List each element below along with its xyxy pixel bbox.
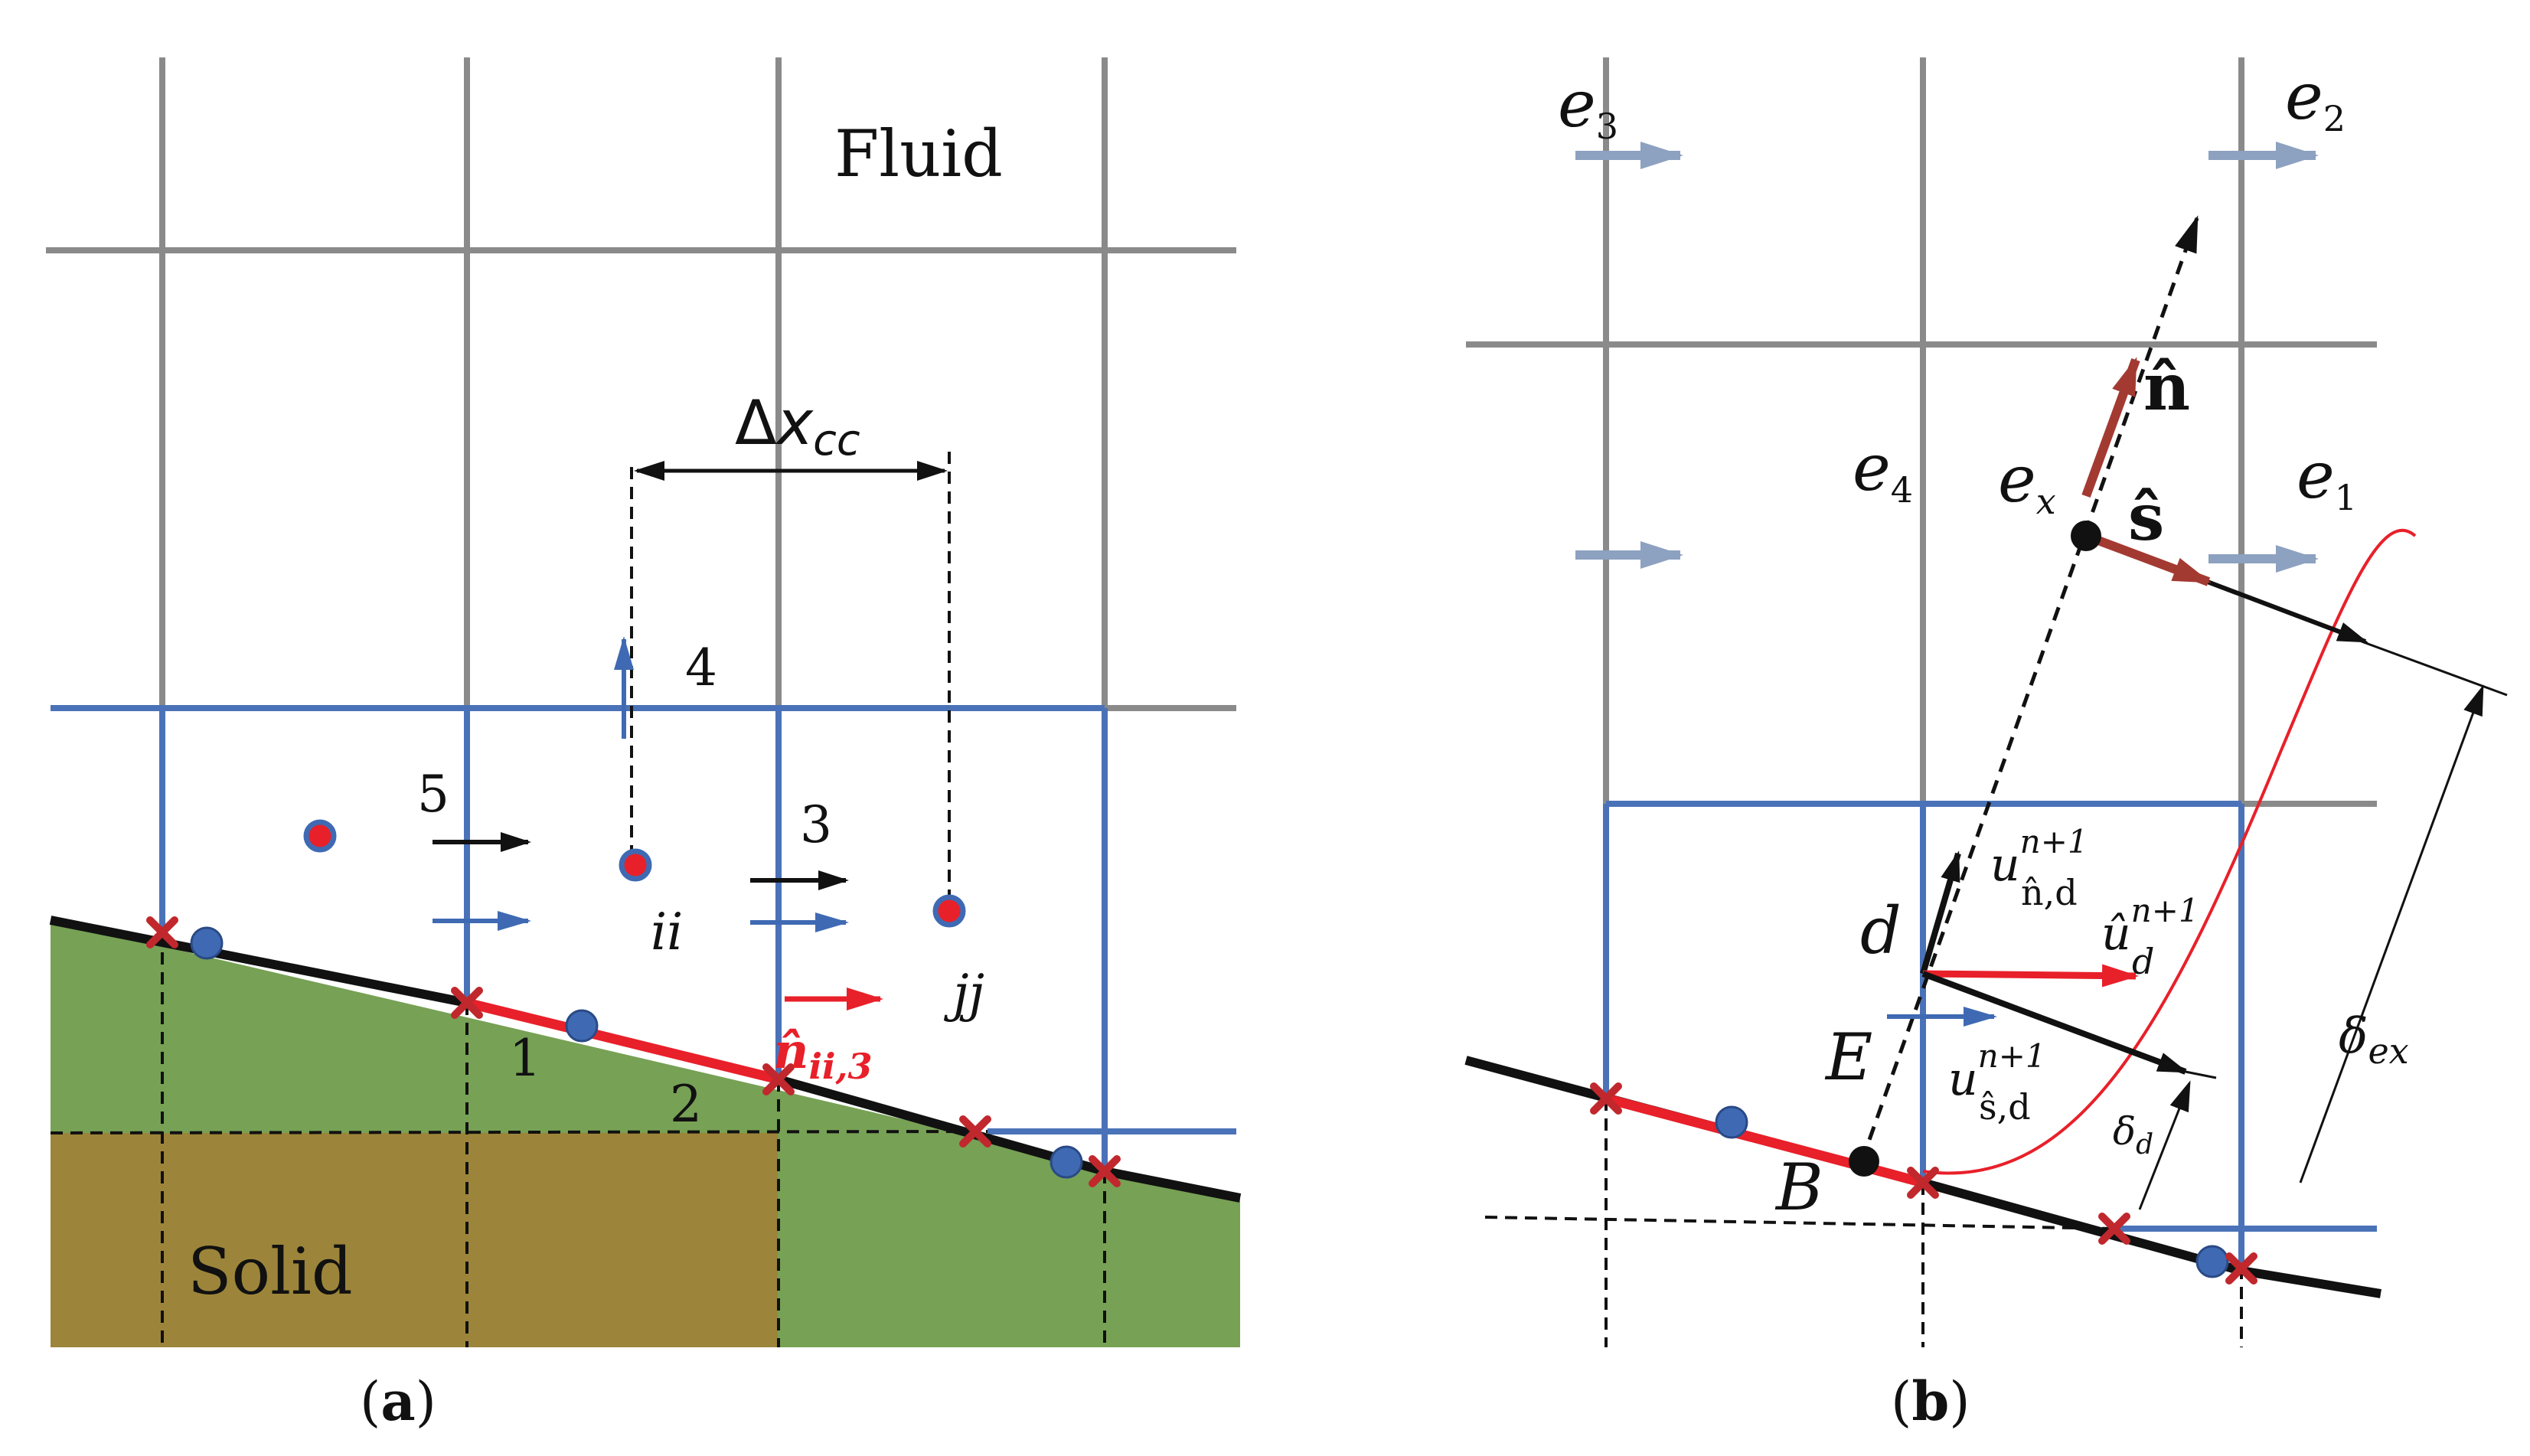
delta-ex-arrow xyxy=(2299,684,2484,1183)
label-e4: e4 xyxy=(1853,430,1913,511)
grid-lines-a xyxy=(46,57,1236,711)
intersection-crosses-b xyxy=(1590,1082,2257,1285)
label-point-d: d xyxy=(1860,893,1902,968)
face-label-5: 5 xyxy=(417,765,449,824)
delta-var: x xyxy=(775,387,814,459)
label-e2: e2 xyxy=(2285,59,2346,139)
face-label-2: 2 xyxy=(670,1075,702,1134)
label-point-E: E xyxy=(1824,1020,1872,1095)
n-hat-vector xyxy=(2081,357,2140,498)
intersection-crosses-a xyxy=(146,916,1121,1187)
face-label-1: 1 xyxy=(509,1029,541,1088)
caption-b-close: ) xyxy=(1949,1370,1970,1433)
delta-x-cc-label: Δxcc xyxy=(735,387,860,465)
u-n-vector xyxy=(1920,850,1961,975)
solid-label: Solid xyxy=(188,1234,353,1309)
label-e3: e3 xyxy=(1558,67,1618,147)
label-ex: ex xyxy=(1998,442,2056,522)
caption-a-close: ) xyxy=(416,1370,436,1433)
label-delta-ex: δex xyxy=(2339,1008,2409,1072)
caption-b-open: ( xyxy=(1891,1370,1911,1433)
normal-probe-line xyxy=(1859,215,2199,1162)
label-s-hat: ŝ xyxy=(2128,479,2164,555)
dashed-lines-b xyxy=(1484,1099,2243,1347)
cut-cells-b xyxy=(1603,801,2377,1267)
normal-symbol: n̂ xyxy=(773,1023,809,1080)
point-ex xyxy=(2071,521,2101,551)
panel-a: Fluid Solid Δxcc 4 5 3 1 2 ii jj n̂ii,3 … xyxy=(46,57,1242,1433)
velocity-profile-curve xyxy=(1922,528,2417,1175)
delta-symbol: Δ xyxy=(735,387,777,459)
label-e1: e1 xyxy=(2297,438,2357,518)
label-delta-d: δd xyxy=(2113,1109,2153,1161)
face-label-3: 3 xyxy=(800,795,832,854)
cut-cells-a xyxy=(51,705,1236,1171)
point-B xyxy=(1849,1146,1879,1177)
neighbor-velocity-arrows xyxy=(1575,142,2319,573)
face-label-4: 4 xyxy=(685,638,717,697)
delta-ex-extension xyxy=(2361,640,2508,697)
normal-label-a: n̂ii,3 xyxy=(773,1023,873,1087)
boundary-points-a xyxy=(190,926,1083,1179)
label-point-B: B xyxy=(1774,1150,1823,1225)
s-hat-vector xyxy=(2084,531,2212,586)
caption-a-letter: a xyxy=(380,1369,415,1433)
delta-d-arrow xyxy=(2138,1080,2191,1210)
normal-sub: ii,3 xyxy=(809,1046,873,1087)
cell-label-jj: jj xyxy=(943,964,984,1023)
u-hat-vector-red xyxy=(1922,964,2139,988)
grid-lines-b xyxy=(1466,57,2377,807)
caption-b-letter: b xyxy=(1911,1369,1949,1433)
delta-sub: cc xyxy=(813,416,860,465)
caption-b: (b) xyxy=(1891,1369,1970,1433)
fluid-label: Fluid xyxy=(834,116,1003,191)
boundary-points-b xyxy=(1715,1105,2229,1278)
solid-region xyxy=(51,1133,778,1347)
caption-a-open: ( xyxy=(360,1370,380,1433)
cell-centers xyxy=(303,819,966,928)
label-n-hat: n̂ xyxy=(2143,349,2190,425)
boundary-segment-red-a xyxy=(465,997,780,1085)
cell-label-ii: ii xyxy=(651,903,683,961)
caption-a: (a) xyxy=(360,1369,436,1433)
u-s-vector xyxy=(1921,971,2189,1075)
delta-d-extension xyxy=(2185,1070,2217,1079)
